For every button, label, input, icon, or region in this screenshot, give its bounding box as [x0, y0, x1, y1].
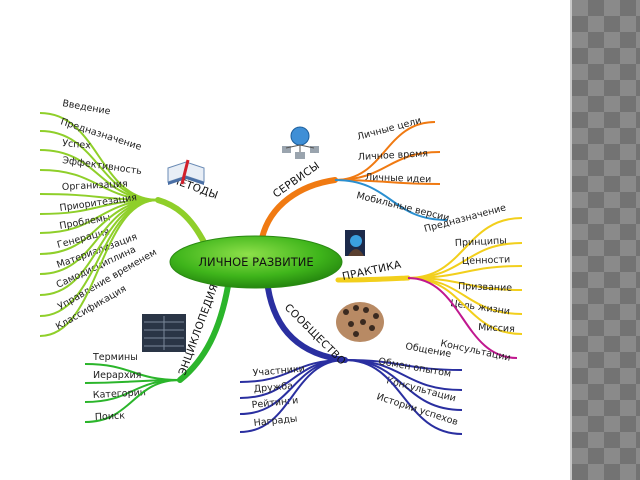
- decorative-side-strip: [570, 0, 640, 480]
- leaf-connector: [344, 359, 463, 435]
- leaf-community-7[interactable]: Награды: [253, 413, 298, 429]
- central-node-label: ЛИЧНОЕ РАЗВИТИЕ: [198, 255, 313, 269]
- book-icon: [167, 159, 205, 185]
- branch-services-trunk: [259, 177, 338, 241]
- leaf-encyclopedia-0[interactable]: Термины: [92, 352, 138, 363]
- branch-methods-trunk: [155, 197, 208, 247]
- leaf-practice-1[interactable]: Принципы: [455, 235, 507, 249]
- leaf-practice-2[interactable]: Ценности: [462, 254, 511, 267]
- leaf-community-5[interactable]: Дружба: [253, 381, 293, 395]
- mind-map: ВведениеПредназначениеУспехЭффективность…: [39, 98, 523, 435]
- server-rack-icon: [142, 314, 186, 352]
- person-icon: [345, 230, 365, 256]
- leaf-connector: [334, 179, 448, 221]
- leaf-community-6[interactable]: Рейтинги: [251, 395, 299, 411]
- leaf-services-0[interactable]: Личные цели: [356, 115, 423, 143]
- leaf-connector: [39, 199, 159, 337]
- leaf-services-1[interactable]: Личное время: [358, 148, 429, 163]
- leaf-services-2[interactable]: Личные идеи: [365, 172, 432, 185]
- leaf-connector: [84, 379, 181, 423]
- branch-encyclopedia-trunk: [177, 283, 231, 383]
- leaf-methods-4[interactable]: Организация: [62, 179, 128, 193]
- leaf-connector: [334, 151, 441, 181]
- leaf-encyclopedia-3[interactable]: Поиск: [95, 410, 126, 423]
- network-icon: [282, 126, 319, 159]
- leaf-encyclopedia-2[interactable]: Категории: [93, 387, 147, 401]
- leaf-connector: [407, 277, 523, 335]
- leaf-methods-0[interactable]: Введение: [61, 98, 111, 117]
- leaf-connector: [239, 359, 346, 433]
- leaf-connector: [407, 217, 523, 279]
- leaf-connector: [407, 277, 518, 359]
- leaf-services-3[interactable]: Мобильные версии: [355, 190, 450, 224]
- leaf-connector: [334, 121, 436, 181]
- branch-community-trunk: [265, 285, 348, 363]
- central-node[interactable]: ЛИЧНОЕ РАЗВИТИЕ: [169, 235, 343, 289]
- leaf-practice-5[interactable]: Миссия: [478, 322, 515, 335]
- branch-methods: ВведениеПредназначениеУспехЭффективность…: [39, 98, 220, 337]
- crowd-icon: [336, 302, 384, 342]
- branch-practice-trunk: [335, 275, 411, 283]
- leaf-encyclopedia-1[interactable]: Иерархия: [93, 370, 141, 381]
- leaf-practice-3[interactable]: Призвание: [458, 281, 513, 294]
- leaf-community-4[interactable]: Участники: [252, 363, 305, 379]
- leaf-methods-2[interactable]: Успех: [62, 138, 92, 151]
